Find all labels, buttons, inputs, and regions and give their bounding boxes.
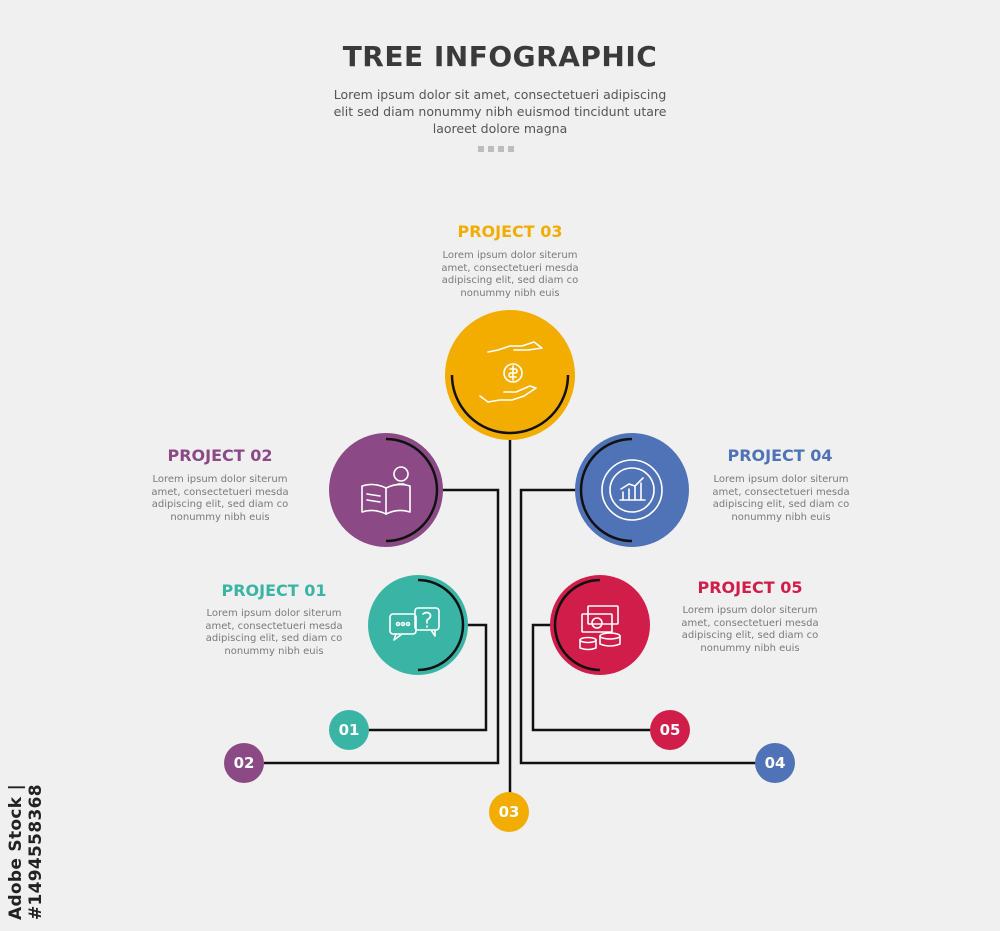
badge-number-05: 05 bbox=[650, 710, 690, 750]
branch-line-05 bbox=[531, 623, 650, 732]
arc-01 bbox=[417, 578, 465, 672]
badge-number-03: 03 bbox=[489, 792, 529, 832]
arc-04 bbox=[579, 437, 633, 543]
page-title: TREE INFOGRAPHIC bbox=[342, 40, 658, 73]
branch-line-01 bbox=[368, 623, 488, 732]
page-subtitle: Lorem ipsum dolor sit amet, consectetuer… bbox=[333, 87, 667, 136]
node-circle-04 bbox=[575, 433, 689, 547]
arc-05 bbox=[553, 578, 601, 672]
project-02-desc: Lorem ipsum dolor siterum amet, consecte… bbox=[151, 474, 289, 523]
project-05-title: PROJECT 05 bbox=[697, 578, 803, 597]
branch-line-04 bbox=[519, 488, 756, 765]
node-circle-03 bbox=[445, 310, 575, 440]
chart-growth-icon bbox=[601, 459, 663, 521]
project-01-title: PROJECT 01 bbox=[221, 581, 327, 600]
chat-question-icon bbox=[389, 607, 440, 641]
divider-dots bbox=[478, 146, 514, 152]
node-circle-05 bbox=[550, 575, 650, 675]
branch-line-02 bbox=[264, 488, 500, 765]
arc-02 bbox=[385, 437, 439, 543]
node-circle-01 bbox=[368, 575, 468, 675]
project-04-desc: Lorem ipsum dolor siterum amet, consecte… bbox=[712, 474, 850, 523]
project-03-desc: Lorem ipsum dolor siterum amet, consecte… bbox=[441, 250, 579, 299]
arc-03 bbox=[450, 374, 570, 435]
badge-number-04: 04 bbox=[755, 743, 795, 783]
badge-number-01: 01 bbox=[329, 710, 369, 750]
project-04-title: PROJECT 04 bbox=[727, 446, 833, 465]
project-01-desc: Lorem ipsum dolor siterum amet, consecte… bbox=[205, 608, 343, 657]
stock-watermark: Adobe Stock | #1494558368 bbox=[6, 783, 46, 920]
badge-number-02: 02 bbox=[224, 743, 264, 783]
project-03-title: PROJECT 03 bbox=[457, 222, 563, 241]
project-05-desc: Lorem ipsum dolor siterum amet, consecte… bbox=[681, 605, 819, 654]
money-coins-icon bbox=[579, 605, 621, 651]
project-02-title: PROJECT 02 bbox=[167, 446, 273, 465]
hands-coin-icon bbox=[479, 341, 543, 403]
book-lightbulb-icon bbox=[361, 466, 411, 515]
